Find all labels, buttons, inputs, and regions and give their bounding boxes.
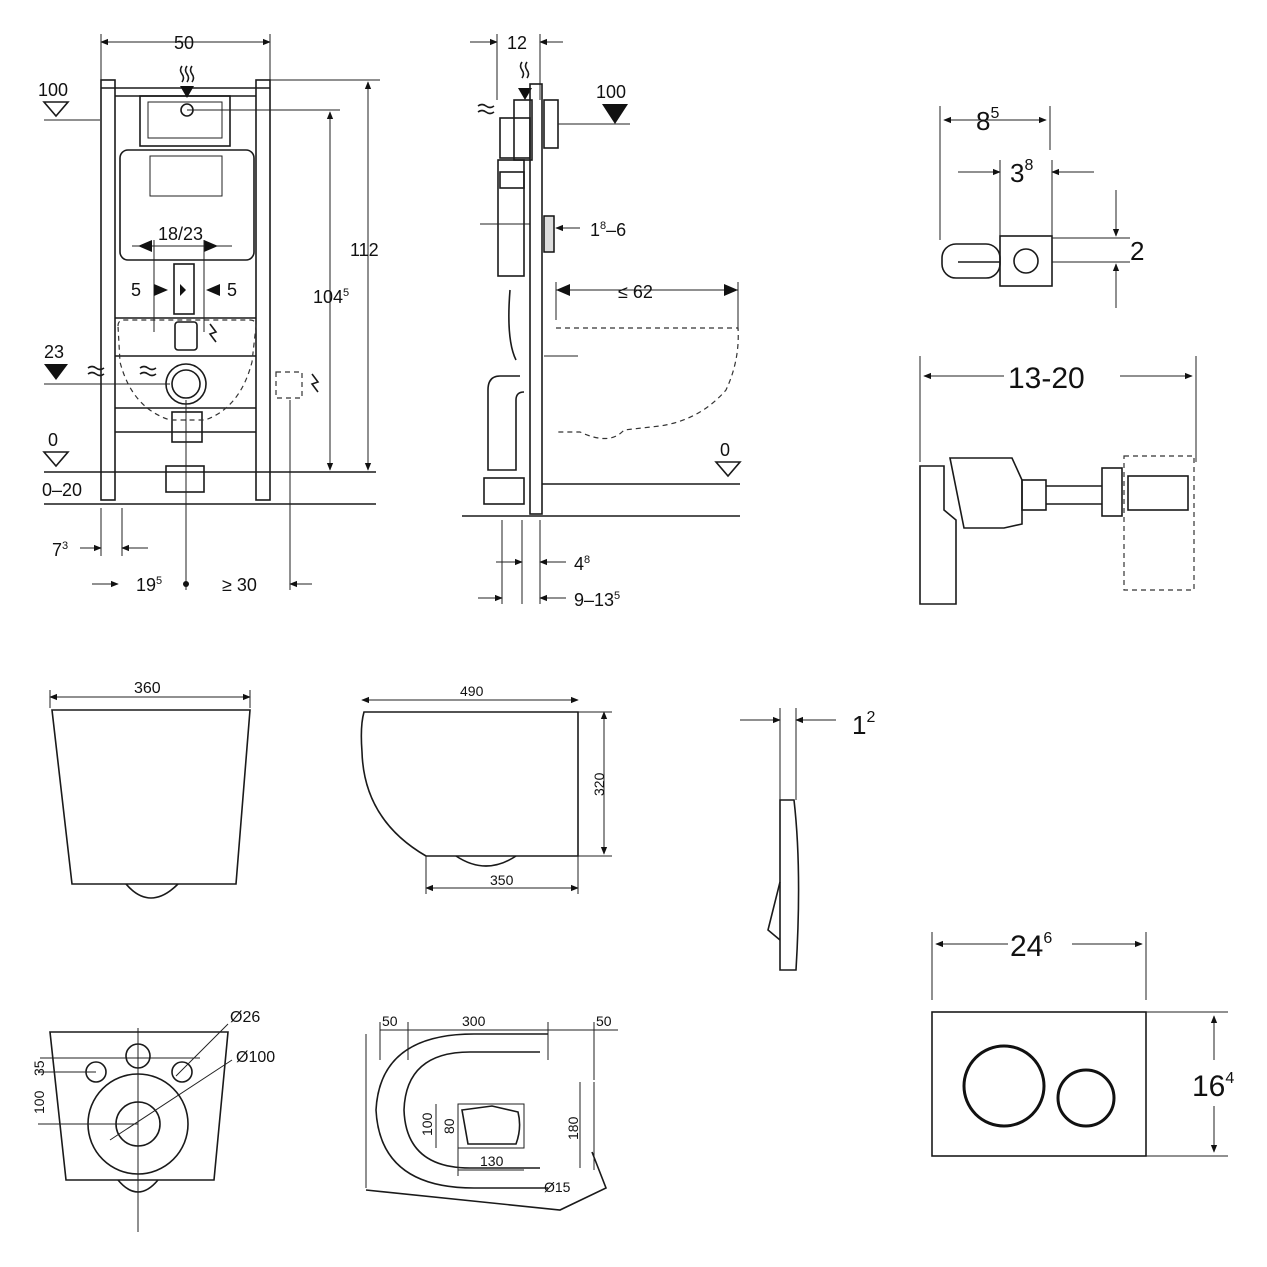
- d15-label: Ø15: [544, 1179, 571, 1195]
- dim-85-label: 85: [976, 105, 999, 136]
- floor-range-label: 0–20: [42, 480, 82, 500]
- dim-min30-label: ≥ 30: [222, 575, 257, 595]
- height-104-label: 1045: [313, 287, 349, 307]
- side-level-0-label: 0: [720, 440, 730, 460]
- offset-left-label: 5: [131, 280, 141, 300]
- h180-label: 180: [565, 1116, 581, 1140]
- plate-width-label: 246: [1010, 930, 1052, 963]
- dim-4-label: 48: [574, 554, 590, 574]
- pipe-spacing-label: 18/23: [158, 224, 203, 244]
- bowl-base-label: 350: [490, 872, 514, 888]
- v100-label: 100: [31, 1090, 47, 1114]
- height-112-label: 112: [350, 240, 379, 260]
- range-18-6-label: 18–6: [590, 220, 626, 240]
- h100-label: 100: [419, 1112, 435, 1136]
- bowl-side-view: 490 320 350: [360, 683, 612, 894]
- level-23-label: 23: [44, 342, 64, 362]
- d50b-label: 50: [596, 1013, 612, 1029]
- d50a-label: 50: [382, 1013, 398, 1029]
- bowl-front-view: 360: [49, 680, 251, 899]
- v35-label: 35: [31, 1060, 47, 1076]
- dim-9-label: 9–135: [574, 590, 620, 610]
- range-13-20-label: 13-20: [1008, 362, 1085, 395]
- max-62-label: ≤ 62: [618, 282, 653, 302]
- d100-label: Ø100: [236, 1049, 275, 1066]
- level-0-label: 0: [48, 430, 58, 450]
- frame-side-view: 12 18–6 100 ≤ 62 0: [462, 33, 742, 610]
- plate-height-label: 164: [1192, 1070, 1234, 1103]
- dim-7-label: 73: [52, 540, 68, 560]
- frame-front-view: 50 100 23: [38, 33, 380, 595]
- bracket-detail: 85 38 2 13-20: [919, 105, 1197, 605]
- depth-12-label: 12: [507, 33, 527, 53]
- width-50-label: 50: [174, 33, 194, 53]
- bowl-bottom-view: Ø26 Ø100 35 100: [31, 1009, 275, 1232]
- bowl-height-label: 320: [591, 772, 607, 796]
- flush-plate-front-view: 246 164: [931, 930, 1234, 1157]
- level-100-label: 100: [38, 80, 68, 100]
- w130-label: 130: [480, 1153, 504, 1169]
- bowl-top-view: 50 300 50 100 80 130 180 Ø15: [365, 1013, 618, 1211]
- dim-19-label: 195: [136, 575, 162, 595]
- side-level-100-label: 100: [596, 82, 626, 102]
- offset-right-label: 5: [227, 280, 237, 300]
- h80-label: 80: [441, 1118, 457, 1134]
- plate-side-view: 12: [740, 708, 875, 971]
- d300-label: 300: [462, 1013, 486, 1029]
- dim-2-label: 2: [1130, 236, 1144, 266]
- bowl-width-label: 360: [134, 680, 161, 697]
- d26-label: Ø26: [230, 1009, 260, 1026]
- bowl-length-label: 490: [460, 683, 484, 699]
- dim-38-label: 38: [1010, 157, 1033, 188]
- plate-thickness-label: 12: [852, 709, 875, 740]
